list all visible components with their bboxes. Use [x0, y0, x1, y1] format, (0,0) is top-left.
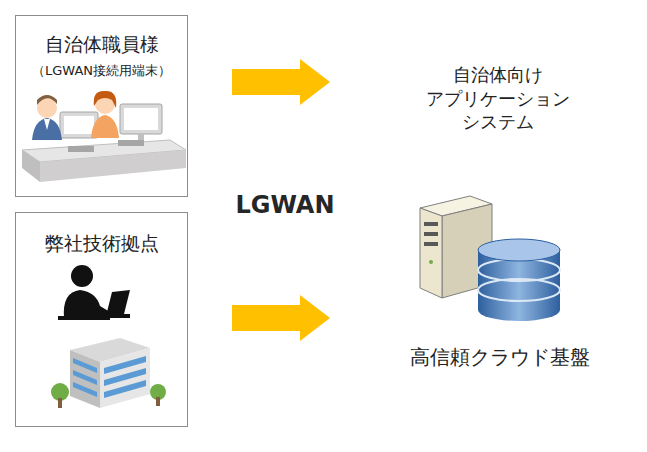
- box-ground: [15, 15, 188, 197]
- office-building: [51, 338, 166, 408]
- cylinder-top: [382, 272, 618, 324]
- database-icon: [478, 239, 560, 321]
- flow-arrow: [232, 295, 330, 341]
- flow-arrow: [232, 59, 330, 105]
- node-title: LGWAN: [235, 190, 334, 221]
- cloud-panel: [365, 15, 632, 430]
- node-title: 高信頼クラウド基盤: [410, 344, 590, 370]
- office-workers: [22, 91, 186, 182]
- globe-outline: [225, 146, 345, 266]
- cylinder-body: [382, 298, 618, 426]
- application-box: 自治体向け アプリケーション システム: [398, 47, 598, 150]
- node-title: 自治体職員様: [45, 32, 159, 57]
- application-fill: [399, 48, 597, 149]
- globe-parallel: [239, 167, 332, 170]
- cloud-platform: 高信頼クラウド基盤: [380, 270, 620, 430]
- site-box: 自治体職員様 （LGWAN接続用端末）: [15, 15, 188, 197]
- node-title: 自治体向け アプリケーション システム: [413, 63, 583, 133]
- network-globe: LGWAN: [222, 143, 348, 269]
- globe-parallel: [239, 243, 332, 246]
- node-subtitle: （LGWAN接続用端末）: [32, 63, 171, 80]
- engineer-silhouette: [58, 265, 130, 320]
- node-title: 弊社技術拠点: [45, 231, 159, 256]
- site-box: 弊社技術拠点: [15, 212, 188, 427]
- box-ground: [15, 212, 188, 427]
